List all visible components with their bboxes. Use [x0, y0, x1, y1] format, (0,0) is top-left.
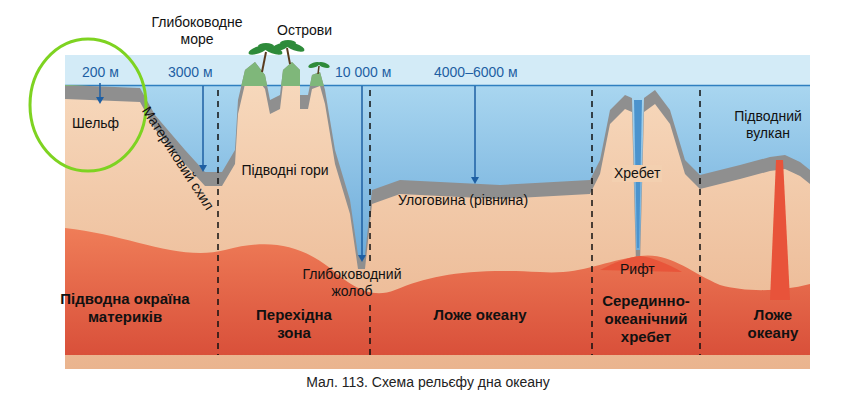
- figure-caption: Мал. 113. Схема рельєфу дна океану: [218, 374, 638, 391]
- volcano-conduit: [770, 160, 790, 300]
- depth-arrows: [96, 83, 479, 262]
- depth-label: 10 000 м: [335, 64, 391, 81]
- basin-label: Улоговина (рівнина): [398, 192, 528, 209]
- trench-label: Глибоководний жолоб: [287, 266, 417, 300]
- zone-label: Ложе океану: [733, 306, 813, 342]
- zone-label: Перехідна зона: [239, 306, 349, 342]
- palm-trees: [247, 40, 330, 74]
- depth-label: 4000–6000 м: [434, 64, 518, 81]
- zone-label: Ложе океану: [433, 306, 528, 324]
- volcano-label: Підводний вулкан: [718, 108, 818, 142]
- crust-layer: [65, 76, 810, 369]
- sea-surface-band: [65, 55, 810, 85]
- highlight-ring: [30, 39, 146, 171]
- shelf-label: Шельф: [72, 115, 119, 132]
- depth-label: 200 м: [82, 64, 119, 81]
- island-tops: [65, 62, 810, 86]
- depth-label: 3000 м: [168, 64, 213, 81]
- zone-label: Підводна окраїна материків: [58, 290, 193, 326]
- sea-label: Глибоководне море: [135, 14, 260, 48]
- seamounts-label: Підводні гори: [240, 162, 330, 179]
- ridge-label: Хребет: [612, 165, 662, 182]
- slope-label: Материковий схил: [138, 103, 217, 213]
- zone-label: Серединно-океанічний хребет: [594, 292, 698, 346]
- water-line: [65, 85, 810, 87]
- islands-label: Острови: [277, 22, 332, 39]
- rift-label: Рифт: [620, 261, 655, 278]
- zone-dividers: [218, 90, 700, 355]
